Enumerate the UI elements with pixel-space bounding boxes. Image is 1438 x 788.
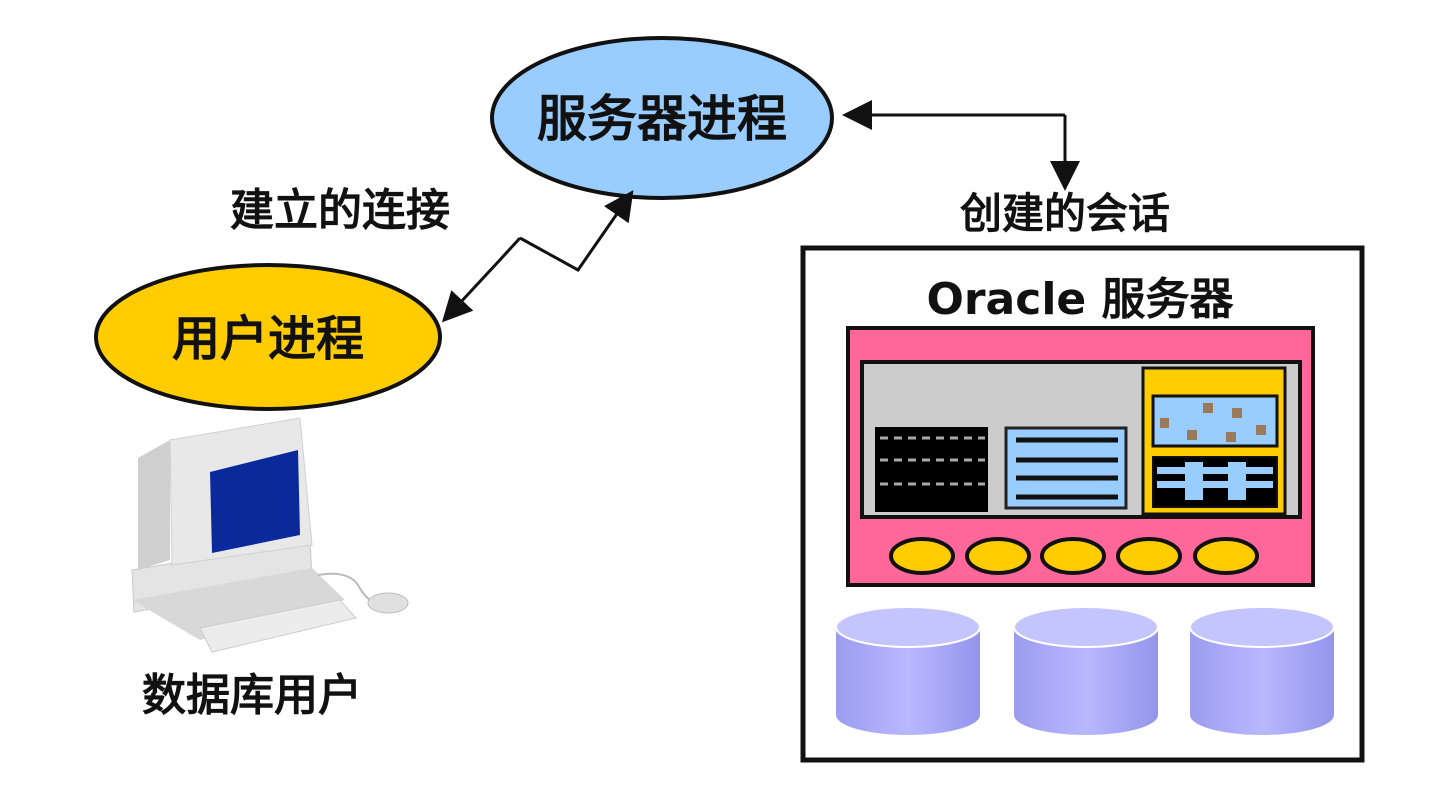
shared-pool-grid: [875, 427, 988, 512]
datafile-cylinder: [1189, 606, 1335, 735]
db-user-label: 数据库用户: [142, 670, 362, 721]
connection-arrow-back: [441, 236, 522, 323]
computer-icon: [131, 417, 409, 653]
instance-block: [846, 326, 1315, 587]
datafile-cylinder: [1013, 606, 1159, 735]
server-process-label: 服务器进程: [537, 90, 787, 148]
database-files: [835, 606, 1335, 735]
user-process-node: 用户进程: [94, 263, 442, 411]
session-label: 创建的会话: [960, 189, 1170, 238]
connection-arrow: [519, 190, 634, 272]
datafile-cylinder: [835, 606, 981, 735]
oracle-server-label: Oracle 服务器: [926, 274, 1234, 325]
server-process-node: 服务器进程: [490, 36, 834, 200]
connection-label: 建立的连接: [230, 185, 450, 236]
user-process-label: 用户进程: [172, 311, 364, 367]
background-processes: [889, 537, 1259, 575]
oracle-server-box: Oracle 服务器: [800, 245, 1365, 763]
